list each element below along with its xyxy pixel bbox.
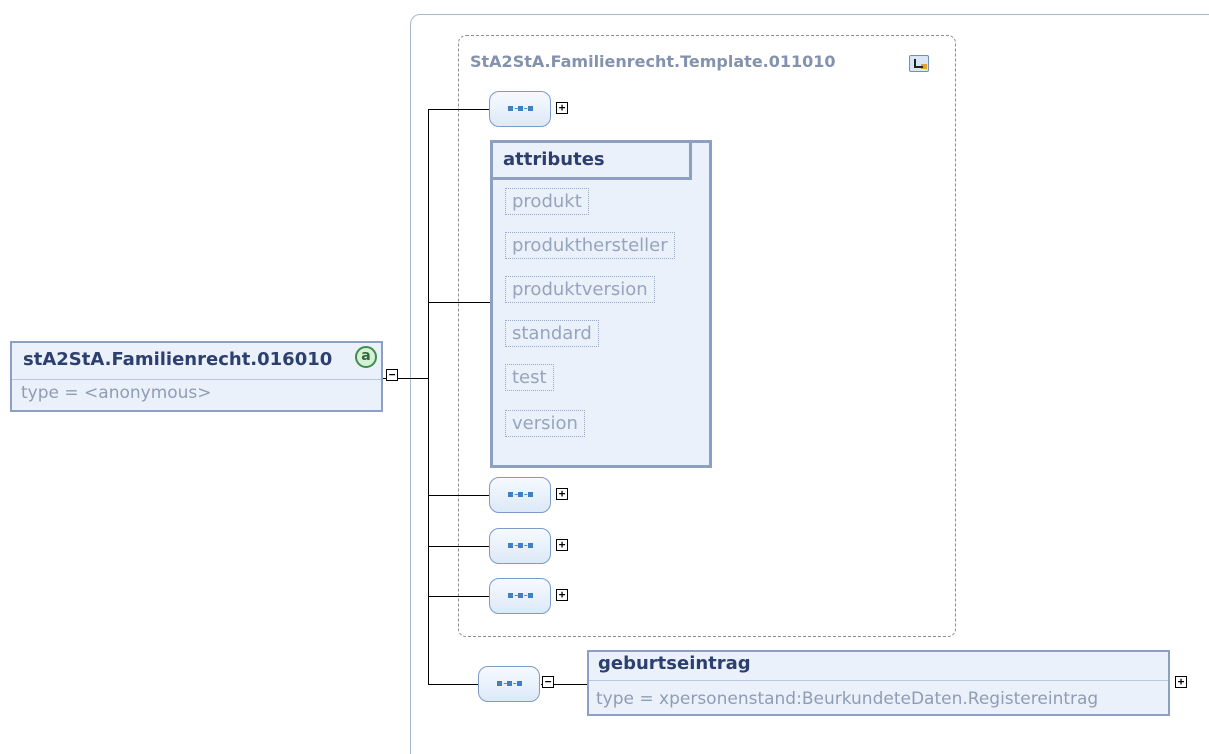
attribute-standard[interactable]: standard: [505, 320, 599, 347]
attributes-header: [490, 140, 692, 180]
group-ref-icon: [909, 55, 929, 72]
collapse-root-button[interactable]: −: [386, 369, 398, 381]
geburtseintrag-divider: [589, 680, 1168, 681]
sequence-compositor-5[interactable]: [478, 666, 540, 702]
sequence-compositor-3[interactable]: [489, 528, 551, 564]
root-element-box[interactable]: [10, 341, 383, 412]
connector-attributes: [428, 302, 490, 303]
connector-seq-2: [428, 495, 489, 496]
attribute-produkthersteller[interactable]: produkthersteller: [505, 232, 675, 259]
group-title: StA2StA.Familienrecht.Template.011010: [470, 52, 836, 71]
geburtseintrag-element-type: type = xpersonenstand:BeurkundeteDaten.R…: [596, 689, 1099, 709]
connector-seq-1: [428, 109, 489, 110]
attribute-produkt[interactable]: produkt: [505, 188, 589, 215]
sequence-compositor-2[interactable]: [489, 477, 551, 513]
connector-seq-3: [428, 546, 489, 547]
type-region-outline: [410, 14, 1209, 754]
connector-root-trunk: [399, 378, 429, 379]
attribute-version[interactable]: version: [505, 410, 585, 437]
sequence-compositor-4[interactable]: [489, 578, 551, 614]
collapse-sequence-5-button[interactable]: −: [542, 676, 554, 688]
expand-sequence-4-button[interactable]: +: [556, 589, 568, 601]
geburtseintrag-element-name: geburtseintrag: [598, 653, 751, 674]
attributes-title: attributes: [503, 149, 605, 170]
connector-geburtseintrag: [541, 684, 587, 685]
connector-seq-4: [428, 596, 489, 597]
expand-geburtseintrag-button[interactable]: +: [1175, 676, 1187, 688]
root-divider: [12, 379, 381, 380]
attribute-produktversion[interactable]: produktversion: [505, 276, 655, 303]
expand-sequence-3-button[interactable]: +: [556, 539, 568, 551]
root-element-name: stA2StA.Familienrecht.016010: [23, 349, 333, 370]
group-container: [458, 35, 956, 637]
connector-trunk: [428, 109, 429, 685]
expand-sequence-1-button[interactable]: +: [556, 102, 568, 114]
expand-sequence-2-button[interactable]: +: [556, 488, 568, 500]
connector-seq-5: [428, 684, 478, 685]
sequence-compositor-1[interactable]: [489, 91, 551, 127]
attribute-test[interactable]: test: [505, 364, 554, 391]
geburtseintrag-element-box[interactable]: [587, 650, 1170, 716]
root-element-type: type = <anonymous>: [21, 383, 212, 403]
annotation-icon[interactable]: a: [355, 346, 377, 368]
